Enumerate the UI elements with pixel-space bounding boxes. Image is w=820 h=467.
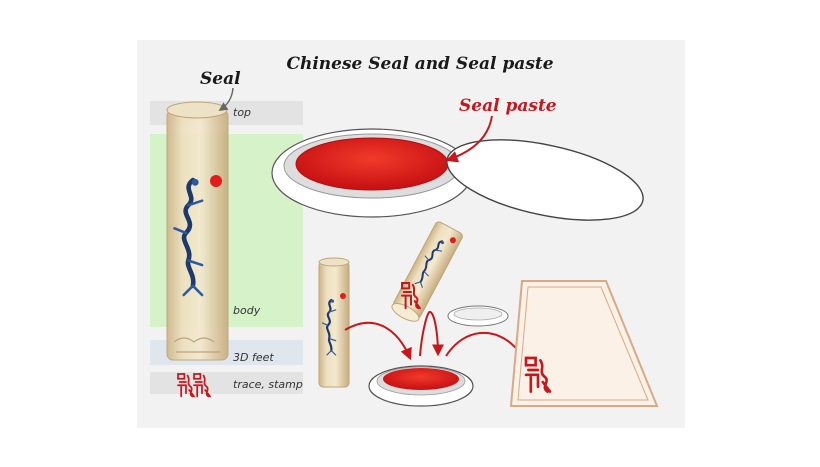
small-seal-tilted	[391, 221, 463, 322]
small-seal-upright	[318, 257, 350, 388]
part-label-body: body	[233, 304, 261, 317]
part-label-stamp: trace, stamp	[233, 378, 303, 391]
part-label-top: top	[233, 106, 251, 119]
sun-icon	[210, 175, 222, 187]
arrow-dip	[419, 310, 444, 357]
seal-paste-arrow	[445, 115, 493, 163]
paper-sheet	[509, 280, 659, 407]
large-seal	[166, 101, 229, 361]
seal-pointer-arrow	[218, 87, 234, 111]
diagram-title: Chinese Seal and Seal paste	[286, 54, 553, 74]
arrow-seal-to-dish	[344, 321, 412, 361]
small-paste-dish	[368, 365, 474, 407]
part-label-feet: 3D feet	[233, 351, 274, 364]
paste-box	[271, 128, 473, 218]
seal-label: Seal	[200, 69, 241, 89]
seal-paste-label: Seal paste	[459, 96, 557, 116]
